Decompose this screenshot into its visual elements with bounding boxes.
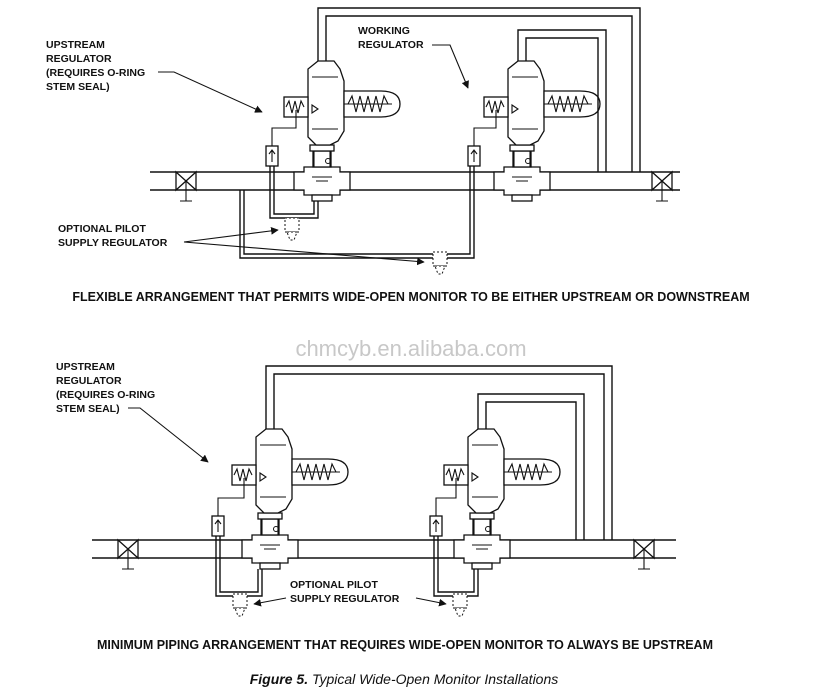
bottom-sensing-line-outer-inner — [273, 373, 605, 540]
bottom-pilot-feed-2 — [435, 478, 457, 516]
top-inlet-valve — [175, 171, 197, 202]
bottom-inlet-valve — [117, 539, 139, 570]
bottom-pilot-feed-1 — [217, 478, 245, 516]
top-filter-1 — [265, 145, 279, 167]
bottom-sensing-line-outer — [265, 365, 613, 540]
top-sensing-line-outer-inner — [325, 15, 633, 172]
top-pilot-label: OPTIONAL PILOT SUPPLY REGULATOR — [58, 223, 168, 249]
bottom-upstream-regulator — [231, 428, 349, 570]
figure-title: Typical Wide-Open Monitor Installations — [312, 671, 558, 687]
top-working-label: WORKING REGULATOR — [358, 25, 424, 51]
figure-caption: Figure 5. Typical Wide-Open Monitor Inst… — [250, 671, 559, 687]
top-pilot-feed-1 — [271, 110, 297, 146]
bottom-pilot-regulator-1 — [232, 593, 248, 617]
bottom-arrangement-diagram: UPSTREAM REGULATOR (REQUIRES O-RING STEM… — [56, 361, 676, 617]
top-pilot-feed-2 — [473, 110, 497, 146]
bottom-main-pipeline — [92, 539, 676, 559]
bottom-upstream-label: UPSTREAM REGULATOR (REQUIRES O-RING STEM… — [56, 361, 158, 415]
top-upstream-regulator — [283, 60, 401, 202]
top-main-pipeline — [150, 171, 680, 191]
top-caption: FLEXIBLE ARRANGEMENT THAT PERMITS WIDE-O… — [72, 290, 749, 304]
bottom-pilot-regulator-2 — [452, 593, 468, 617]
top-pilot-loop-2 — [239, 166, 475, 259]
top-sensing-line-working-inner — [525, 37, 599, 172]
bottom-pilot-label: OPTIONAL PILOT SUPPLY REGULATOR — [290, 579, 400, 605]
top-upstream-pointer — [158, 71, 263, 113]
bottom-sensing-line-monitor-inner — [485, 401, 577, 540]
top-working-regulator — [483, 60, 601, 202]
top-upstream-label: UPSTREAM REGULATOR (REQUIRES O-RING STEM… — [46, 39, 148, 93]
top-sensing-line-working — [517, 29, 607, 172]
top-pilot-regulator-1 — [284, 217, 300, 241]
bottom-outlet-valve — [633, 539, 655, 570]
top-sensing-line-outer — [317, 7, 641, 172]
watermark: chmcyb.en.alibaba.com — [295, 336, 526, 361]
top-outlet-valve — [651, 171, 673, 202]
top-pilot-pointer-2 — [183, 241, 425, 266]
bottom-monitor-regulator — [443, 428, 561, 570]
top-arrangement-diagram: UPSTREAM REGULATOR (REQUIRES O-RING STEM… — [46, 7, 680, 275]
bottom-sensing-line-monitor — [477, 393, 585, 540]
bottom-caption: MINIMUM PIPING ARRANGEMENT THAT REQUIRES… — [97, 638, 713, 652]
bottom-pilot-pointer-1 — [253, 597, 287, 607]
top-pilot-regulator-2 — [432, 251, 448, 275]
figure-number: Figure 5. — [250, 671, 308, 687]
bottom-pilot-pointer-2 — [415, 597, 447, 607]
bottom-upstream-pointer — [128, 407, 209, 463]
top-pilot-pointer-1 — [183, 227, 279, 243]
bottom-filter-2 — [429, 515, 443, 537]
top-filter-2 — [467, 145, 481, 167]
bottom-filter-1 — [211, 515, 225, 537]
top-working-pointer — [432, 44, 469, 89]
